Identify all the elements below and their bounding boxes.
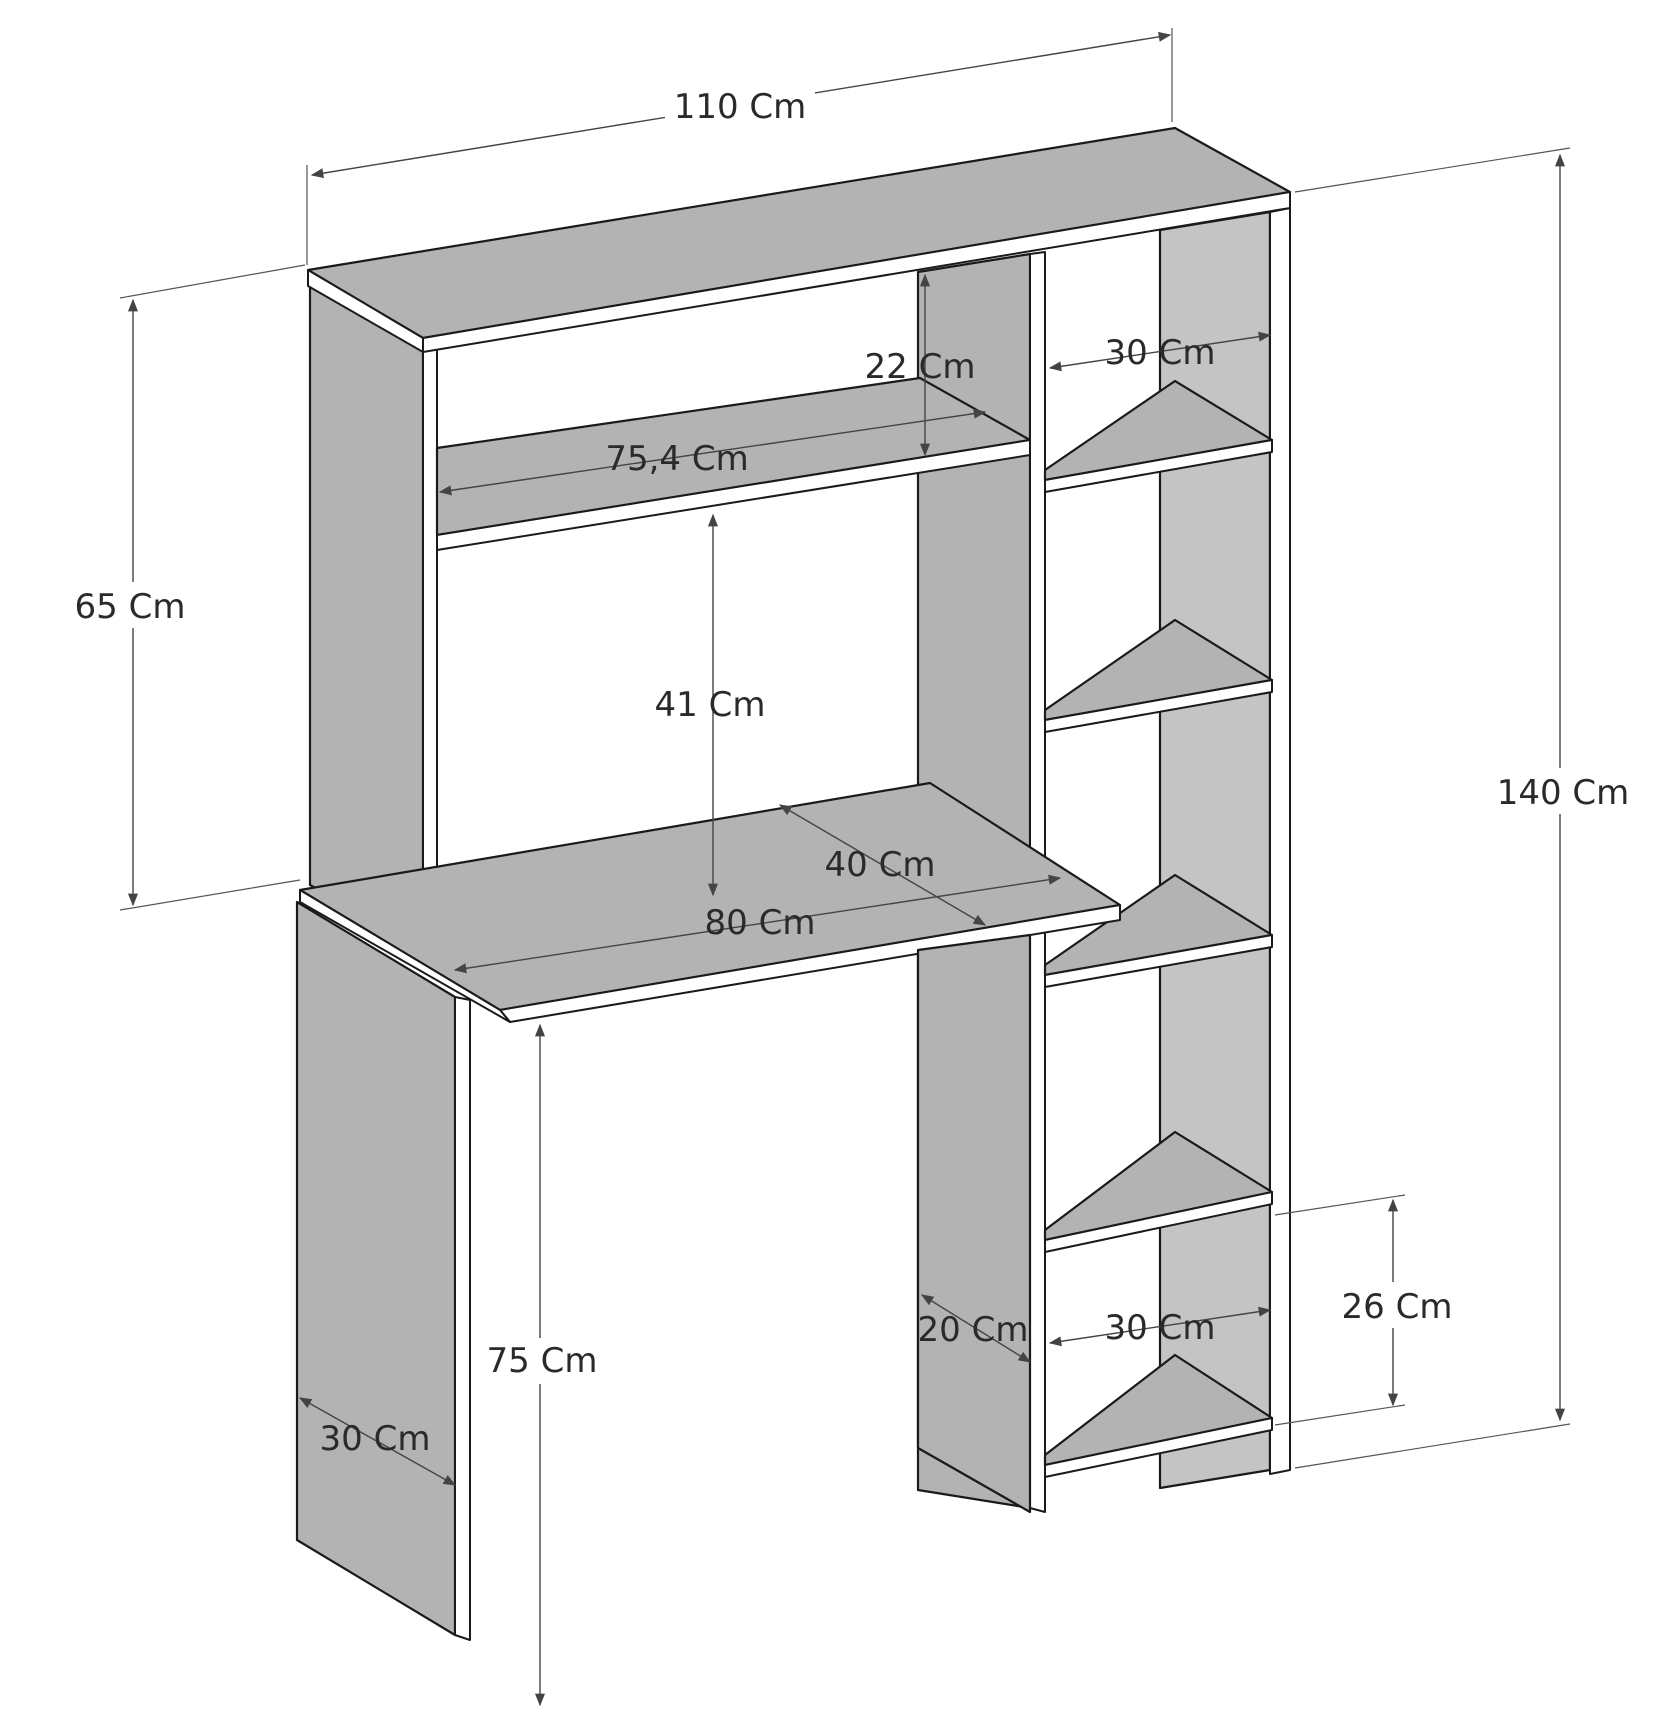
upper-gap-label: 22 Cm <box>865 347 976 387</box>
column-shelves <box>1043 379 1274 1478</box>
column-front-lower-panel <box>916 933 1032 1514</box>
column-depth-label: 20 Cm <box>918 1310 1029 1350</box>
hutch-left-side-edge <box>422 342 438 946</box>
column-width-bottom-dimension-line <box>1048 1306 1272 1347</box>
column-outer-edge <box>1269 207 1291 1475</box>
column-shelf-2-edge <box>1044 679 1273 733</box>
overall-height-label: 140 Cm <box>1497 773 1630 813</box>
column-shelf-5-edge <box>1044 1417 1273 1478</box>
dimension-labels: 110 Cm 140 Cm 65 Cm 22 Cm 75,4 Cm 41 Cm … <box>72 80 1630 1459</box>
column-width-top-dimension-line <box>1048 331 1272 372</box>
column-width-bottom-label: 30 Cm <box>1105 1308 1216 1348</box>
column-shelf-3-edge <box>1044 934 1273 988</box>
overall-width-label: 110 Cm <box>674 87 807 127</box>
column-shelf-4-edge <box>1044 1191 1273 1253</box>
desk-width-dimension-line <box>453 874 1062 974</box>
inner-height-label: 41 Cm <box>655 685 766 725</box>
desk-height-label: 75 Cm <box>487 1341 598 1381</box>
leg-depth-dimension-line <box>298 1397 457 1486</box>
upper-shelf-width-label: 75,4 Cm <box>605 439 748 479</box>
desk-depth-label: 40 Cm <box>825 845 936 885</box>
desk-left-leg <box>295 900 457 1637</box>
hutch-height-label: 65 Cm <box>75 587 186 627</box>
desk-top-side-edge <box>299 889 511 1023</box>
bottom-gap-label: 26 Cm <box>1342 1287 1453 1327</box>
column-shelf-1-edge <box>1044 439 1273 493</box>
column-width-top-label: 30 Cm <box>1105 333 1216 373</box>
hutch-left-side-panel <box>308 283 425 947</box>
desk-left-leg-edge <box>454 996 471 1641</box>
column-depth-dimension-line <box>920 1294 1032 1363</box>
desk-width-label: 80 Cm <box>705 903 816 943</box>
hutch-top-board-side-edge <box>307 269 424 353</box>
upper-shelf-dimension-line <box>438 408 987 496</box>
leg-depth-label: 30 Cm <box>320 1419 431 1459</box>
